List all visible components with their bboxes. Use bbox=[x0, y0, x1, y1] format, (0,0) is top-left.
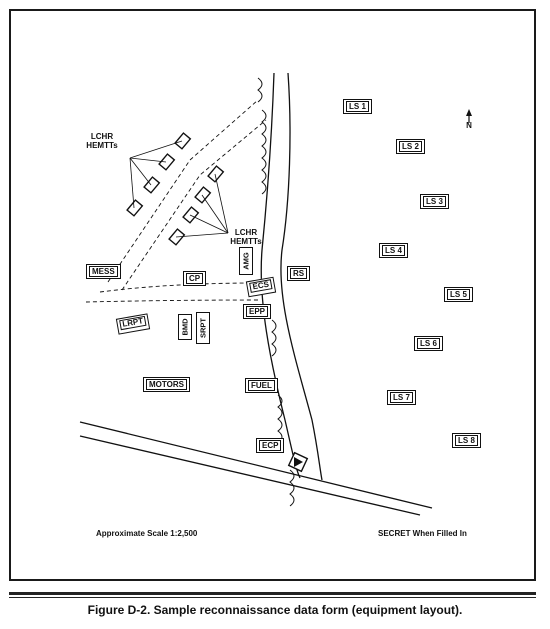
ls6-label: LS 6 bbox=[417, 338, 440, 349]
trail-horizontal-bottom bbox=[85, 299, 259, 303]
epp-label: EPP bbox=[246, 306, 269, 317]
ecp-box: ECP bbox=[256, 438, 285, 453]
classification-note: SECRET When Filled In bbox=[378, 529, 467, 538]
ls7-box: LS 7 bbox=[387, 390, 416, 405]
caption-rule-thin bbox=[9, 597, 536, 598]
north-label: N bbox=[466, 121, 472, 130]
launcher-group-2 bbox=[168, 165, 225, 246]
ls1-label: LS 1 bbox=[346, 101, 369, 112]
ls2-box: LS 2 bbox=[396, 139, 425, 154]
ecp-label: ECP bbox=[259, 440, 282, 451]
lchr-hemtts-label-1: LCHR HEMTTs bbox=[86, 132, 118, 150]
motors-label: MOTORS bbox=[146, 379, 187, 390]
motors-box: MOTORS bbox=[143, 377, 190, 392]
trail-diagonal-inner bbox=[121, 119, 267, 291]
bottom-road-top bbox=[79, 421, 433, 509]
mess-box: MESS bbox=[86, 264, 121, 279]
trail-diagonal-outer bbox=[107, 99, 259, 283]
mess-label: MESS bbox=[89, 266, 118, 277]
ls5-box: LS 5 bbox=[444, 287, 473, 302]
ls2-label: LS 2 bbox=[399, 141, 422, 152]
ecp-gate-symbol bbox=[287, 451, 309, 473]
fuel-box: FUEL bbox=[245, 378, 278, 393]
ls4-label: LS 4 bbox=[382, 245, 405, 256]
ls3-box: LS 3 bbox=[420, 194, 449, 209]
north-arrow-icon bbox=[466, 109, 472, 123]
launcher-group-2-lines bbox=[175, 173, 229, 238]
cp-box: CP bbox=[183, 271, 207, 286]
srpt-label: SRPT bbox=[198, 317, 208, 339]
bmd-box: BMD bbox=[178, 314, 192, 340]
ls3-label: LS 3 bbox=[423, 196, 446, 207]
ecs-label: ECS bbox=[248, 279, 273, 293]
north-indicator: N bbox=[463, 112, 475, 130]
lrpt-label: LRPT bbox=[118, 315, 147, 331]
bmd-label: BMD bbox=[180, 318, 190, 336]
tree-line bbox=[257, 77, 295, 507]
epp-box: EPP bbox=[243, 304, 272, 319]
caption-rule-thick bbox=[9, 592, 536, 595]
ls4-box: LS 4 bbox=[379, 243, 408, 258]
ls1-box: LS 1 bbox=[343, 99, 372, 114]
launcher-group-1 bbox=[126, 132, 192, 217]
scale-note: Approximate Scale 1:2,500 bbox=[96, 529, 198, 538]
trail-horizontal-top bbox=[99, 282, 259, 293]
ls8-label: LS 8 bbox=[455, 435, 478, 446]
bottom-road-bottom bbox=[79, 435, 421, 516]
rs-label: RS bbox=[290, 268, 308, 279]
amg-label: AMG bbox=[241, 252, 251, 270]
ls6-box: LS 6 bbox=[414, 336, 443, 351]
ls5-label: LS 5 bbox=[447, 289, 470, 300]
road-edge-left bbox=[260, 72, 301, 479]
fuel-label: FUEL bbox=[248, 380, 275, 391]
cp-label: CP bbox=[186, 273, 204, 284]
ls8-box: LS 8 bbox=[452, 433, 481, 448]
launcher-group-1-lines bbox=[129, 140, 183, 209]
lchr-hemtts-label-2: LCHR HEMTTs bbox=[230, 228, 262, 246]
road-edge-right bbox=[280, 72, 323, 481]
ls7-label: LS 7 bbox=[390, 392, 413, 403]
srpt-box: SRPT bbox=[196, 312, 210, 344]
amg-box: AMG bbox=[239, 247, 253, 275]
rs-box: RS bbox=[287, 266, 311, 281]
figure-caption: Figure D-2. Sample reconnaissance data f… bbox=[87, 603, 463, 617]
